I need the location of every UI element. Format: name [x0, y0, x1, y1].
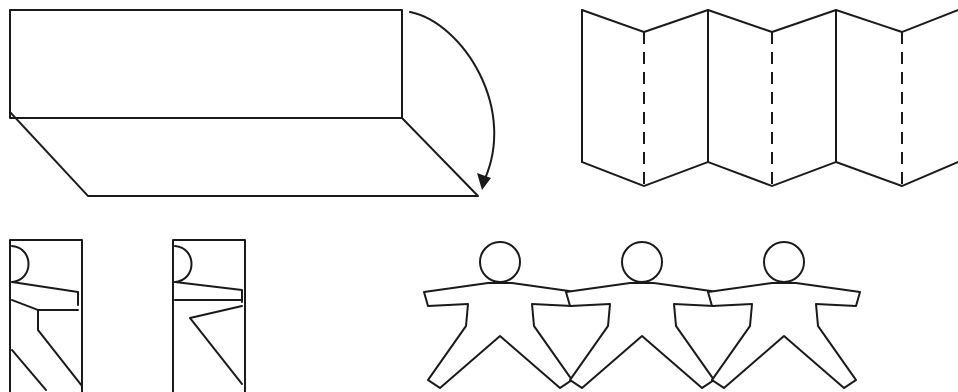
cut-template-a-panel: [10, 240, 82, 392]
paper-doll-body: [708, 283, 860, 388]
template-leg-edge: [12, 350, 46, 390]
paper-doll-body: [566, 283, 718, 388]
template-strip-outline: [10, 240, 82, 392]
template-arm-line: [12, 282, 78, 305]
template-half-head: [175, 246, 192, 282]
paper-doll-head: [622, 242, 662, 282]
paper-doll-chain-panel: [424, 242, 860, 388]
template-leg-line: [38, 310, 82, 386]
paper-doll-head: [764, 242, 804, 282]
fold-strip-panel: [10, 10, 494, 196]
cut-template-b-panel: [173, 240, 245, 392]
fold-direction-arrow: [410, 12, 494, 185]
fold-arrow-head-icon: [477, 173, 491, 190]
paper-strip-top: [10, 10, 402, 118]
template-strip-outline: [173, 240, 245, 392]
paper-doll-head: [480, 242, 520, 282]
paper-doll-body: [424, 283, 576, 388]
template-body-line: [12, 300, 78, 310]
accordion-fold-panel: [582, 10, 958, 186]
paper-strip-folded-flap: [10, 112, 478, 196]
template-half-head: [12, 246, 29, 282]
template-leg-line: [190, 306, 242, 384]
accordion-top-edge: [582, 10, 958, 32]
